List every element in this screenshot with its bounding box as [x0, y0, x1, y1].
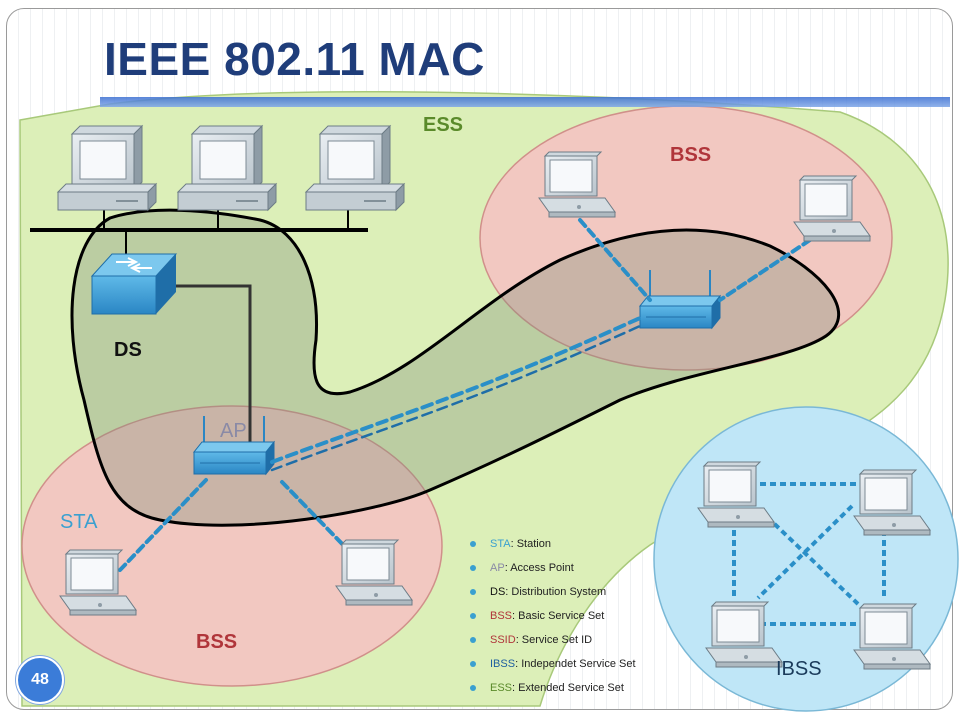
legend: STA: Station AP: Access Point DS: Distri… [470, 538, 636, 706]
legend-abbr: SSID [490, 634, 516, 646]
desktop-computer-icon [177, 125, 277, 211]
legend-abbr: IBSS [490, 658, 516, 670]
slide-title: IEEE 802.11 MAC [104, 33, 485, 85]
legend-abbr: AP [490, 562, 505, 574]
label-ibss: IBSS [776, 658, 822, 680]
legend-text: : Service Set ID [515, 634, 593, 646]
legend-item: IBSS: Independet Service Set [470, 658, 636, 682]
legend-text: : Independet Service Set [515, 658, 636, 670]
bullet-icon [470, 613, 476, 619]
bullet-icon [470, 541, 476, 547]
bullet-icon [470, 589, 476, 595]
network-switch-icon [90, 253, 178, 315]
title-underline [100, 97, 950, 107]
legend-item: ESS: Extended Service Set [470, 682, 636, 706]
label-bss-top: BSS [670, 144, 712, 166]
label-ap: AP [220, 420, 247, 442]
bullet-icon [470, 637, 476, 643]
legend-abbr: BSS [490, 610, 513, 622]
bullet-icon [470, 661, 476, 667]
page-number-badge: 48 [16, 656, 64, 704]
desktop-computer-icon [57, 125, 157, 211]
legend-abbr: DS [490, 586, 506, 598]
legend-text: : Access Point [504, 562, 574, 574]
bullet-icon [470, 565, 476, 571]
ibss-links [732, 482, 886, 626]
legend-abbr: STA [490, 538, 511, 550]
label-sta: STA [60, 511, 98, 533]
legend-text: : Station [510, 538, 551, 550]
legend-item: BSS: Basic Service Set [470, 610, 636, 634]
legend-text: : Distribution System [505, 586, 607, 598]
desktop-computer-icon [305, 125, 405, 211]
bullet-icon [470, 685, 476, 691]
legend-text: : Extended Service Set [512, 682, 624, 694]
legend-item: SSID: Service Set ID [470, 634, 636, 658]
label-bss-bottom: BSS [196, 631, 238, 653]
bss-bottom-area [21, 405, 443, 687]
label-ds: DS [114, 339, 142, 361]
legend-item: STA: Station [470, 538, 636, 562]
label-ess: ESS [423, 114, 464, 136]
wireless-links [118, 218, 812, 572]
legend-item: DS: Distribution System [470, 586, 636, 610]
legend-text: : Basic Service Set [512, 610, 605, 622]
legend-item: AP: Access Point [470, 562, 636, 586]
legend-abbr: ESS [490, 682, 513, 694]
